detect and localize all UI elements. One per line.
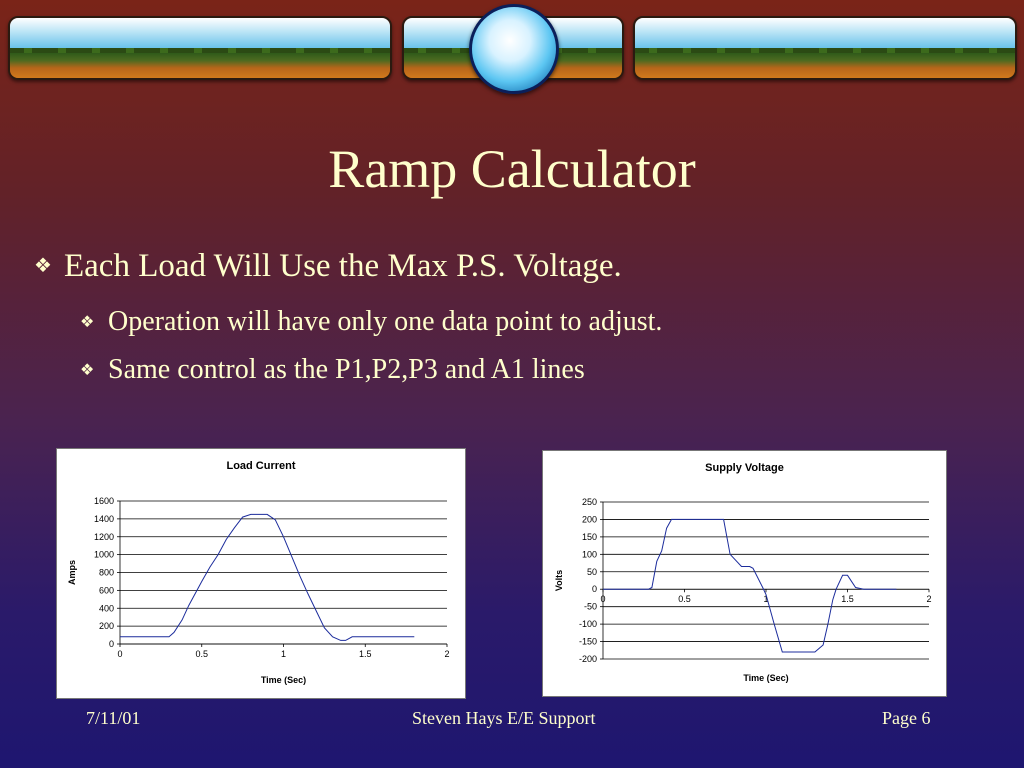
y-tick-label: 0 (592, 584, 597, 594)
bullet-level2: ❖ Operation will have only one data point… (80, 306, 662, 338)
globe-icon (469, 4, 559, 94)
bullet-text: Each Load Will Use the Max P.S. Voltage. (64, 248, 622, 284)
footer-date: 7/11/01 (86, 708, 141, 728)
chart-title: Supply Voltage (705, 462, 784, 474)
y-tick-label: -100 (579, 619, 597, 629)
x-axis-label: Time (Sec) (743, 673, 788, 683)
y-tick-label: 100 (582, 549, 597, 559)
y-tick-label: 1400 (94, 514, 114, 524)
header-banner-right (633, 16, 1017, 80)
bullet-level2: ❖ Same control as the P1,P2,P3 and A1 lin… (80, 354, 585, 386)
y-tick-label: 50 (587, 567, 597, 577)
footer-author: Steven Hays E/E Support (412, 708, 596, 728)
y-tick-label: 250 (582, 497, 597, 507)
header-banner-left (8, 16, 392, 80)
chart-title: Load Current (226, 460, 295, 472)
y-tick-label: 600 (99, 585, 114, 595)
diamond-bullet-icon: ❖ (34, 253, 52, 277)
x-tick-label: 2 (926, 594, 931, 604)
footer-page: Page 6 (882, 708, 931, 728)
supply-voltage-chart-svg: Supply Voltage250200150100500-50-100-150… (554, 462, 932, 683)
y-axis-label: Volts (554, 570, 564, 591)
y-axis-label: Amps (67, 560, 77, 585)
bullet-text: Same control as the P1,P2,P3 and A1 line… (108, 354, 585, 385)
bullet-text: Operation will have only one data point … (108, 306, 663, 337)
y-tick-label: 200 (582, 514, 597, 524)
y-tick-label: 1600 (94, 496, 114, 506)
x-tick-label: 0.5 (195, 649, 208, 659)
diamond-bullet-icon: ❖ (80, 312, 95, 331)
y-tick-label: 1000 (94, 550, 114, 560)
load-current-chart-svg: Load Current1600140012001000800600400200… (67, 460, 450, 685)
x-tick-label: 0 (600, 594, 605, 604)
x-tick-label: 1.5 (359, 649, 372, 659)
x-tick-label: 1 (281, 649, 286, 659)
y-tick-label: 800 (99, 568, 114, 578)
bullet-level1: ❖ Each Load Will Use the Max P.S. Voltage… (34, 248, 622, 285)
y-tick-label: 0 (109, 639, 114, 649)
y-tick-label: -50 (584, 602, 597, 612)
y-tick-label: 200 (99, 621, 114, 631)
series-line (120, 513, 415, 641)
y-tick-label: 400 (99, 603, 114, 613)
diamond-bullet-icon: ❖ (80, 360, 95, 379)
x-tick-label: 1.5 (841, 594, 854, 604)
x-tick-label: 0.5 (678, 594, 691, 604)
y-tick-label: 150 (582, 532, 597, 542)
y-tick-label: -150 (579, 637, 597, 647)
y-tick-label: 1200 (94, 532, 114, 542)
x-tick-label: 1 (763, 594, 768, 604)
series-line (603, 518, 897, 653)
y-tick-label: -200 (579, 654, 597, 664)
x-tick-label: 0 (117, 649, 122, 659)
slide-title: Ramp Calculator (328, 139, 696, 199)
x-axis-label: Time (Sec) (261, 675, 306, 685)
x-tick-label: 2 (444, 649, 449, 659)
